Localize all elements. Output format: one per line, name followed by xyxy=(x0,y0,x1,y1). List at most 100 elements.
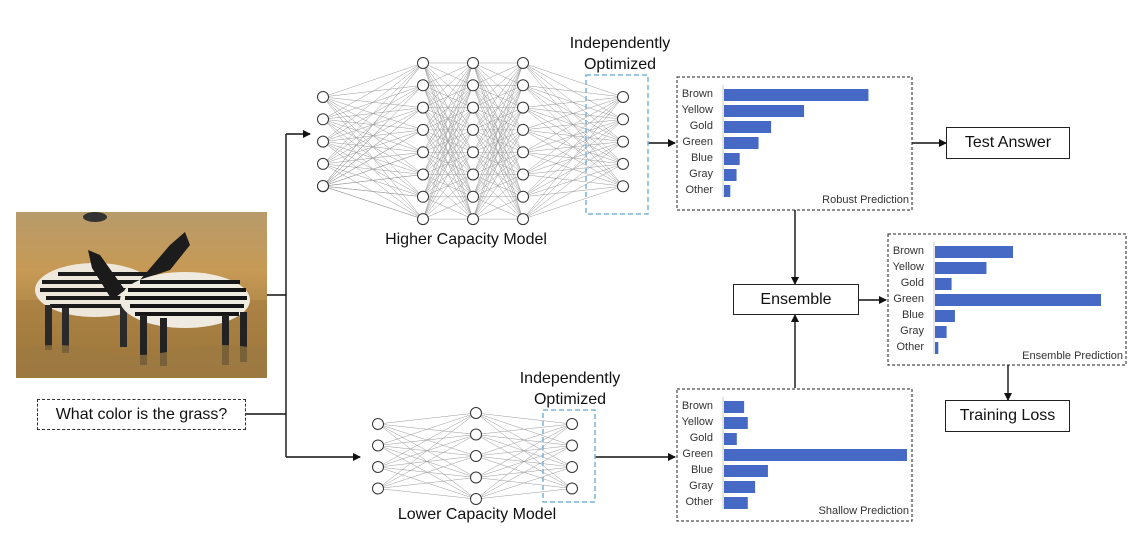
high-net-node xyxy=(467,168,479,181)
question-box: What color is the grass? xyxy=(37,399,246,430)
robust-chart-title: Robust Prediction xyxy=(822,194,909,206)
high-net-node xyxy=(517,146,529,159)
shallow-prediction-chart: Shallow Prediction BrownYellowGoldGreenB… xyxy=(676,388,913,522)
low-net-node xyxy=(566,418,578,430)
category-label: Yellow xyxy=(682,104,713,116)
category-label: Gold xyxy=(690,432,713,444)
low-net-node xyxy=(566,482,578,495)
high-net-node xyxy=(417,146,429,159)
high-net-node xyxy=(617,113,629,126)
category-label: Other xyxy=(685,496,713,508)
low-net-node xyxy=(566,461,578,473)
low-net-node xyxy=(470,407,482,419)
high-net-edges xyxy=(322,62,624,220)
high-net-node xyxy=(617,91,629,103)
high-net-node xyxy=(467,213,479,226)
category-label: Blue xyxy=(691,152,713,164)
bar-other xyxy=(724,497,748,509)
bar-gray xyxy=(724,481,756,493)
bar-brown xyxy=(724,401,745,413)
category-label: Gray xyxy=(900,325,924,337)
category-label: Brown xyxy=(682,400,713,412)
zebra-photo xyxy=(16,212,267,378)
low-optimized-label-2: Optimized xyxy=(534,391,606,408)
low-net-node xyxy=(372,461,384,473)
bar-blue xyxy=(724,153,740,165)
bar-blue xyxy=(724,465,768,477)
low-net-node xyxy=(566,439,578,452)
low-net-node xyxy=(372,439,384,452)
bar-blue xyxy=(935,310,955,322)
high-net-node xyxy=(467,190,479,203)
category-label: Other xyxy=(896,341,924,353)
category-label: Gray xyxy=(689,480,713,492)
low-optimized-label-1: Independently xyxy=(520,370,621,387)
category-label: Blue xyxy=(902,309,924,321)
category-label: Yellow xyxy=(893,261,924,273)
category-label: Brown xyxy=(893,245,924,257)
high-net-node xyxy=(617,157,629,170)
category-label: Gold xyxy=(690,120,713,132)
high-net-node xyxy=(517,213,529,226)
high-net-node xyxy=(417,79,429,92)
lower-capacity-model-label: Lower Capacity Model xyxy=(398,506,556,523)
bar-green xyxy=(935,294,1101,306)
high-net-node xyxy=(467,146,479,159)
high-optimized-label-1: Independently xyxy=(570,35,671,52)
bar-gray xyxy=(724,169,737,181)
high-net-node xyxy=(467,79,479,92)
higher-capacity-model-label: Higher Capacity Model xyxy=(385,231,547,248)
low-optimized-box xyxy=(542,409,596,503)
category-label: Yellow xyxy=(682,416,713,428)
high-net-node xyxy=(417,168,429,181)
ensemble-prediction-chart: Ensemble Prediction BrownYellowGoldGreen… xyxy=(887,233,1127,366)
high-optimized-label-2: Optimized xyxy=(584,56,656,73)
connectors xyxy=(246,130,1012,461)
bar-yellow xyxy=(724,105,805,117)
high-net-node xyxy=(317,180,329,192)
ensemble-chart-title: Ensemble Prediction xyxy=(1022,350,1123,362)
bar-green xyxy=(724,137,759,149)
high-net-node xyxy=(517,79,529,92)
category-label: Green xyxy=(682,448,713,460)
high-net-node xyxy=(317,157,329,170)
high-net-node xyxy=(517,123,529,136)
bar-other xyxy=(724,185,731,197)
category-label: Green xyxy=(893,293,924,305)
bar-other xyxy=(935,342,939,354)
bar-gold xyxy=(724,121,772,133)
shallow-chart-title: Shallow Prediction xyxy=(819,505,910,517)
low-net-node xyxy=(372,482,384,495)
low-net-node xyxy=(470,471,482,484)
bar-gray xyxy=(935,326,947,338)
high-net-node xyxy=(617,135,629,148)
bar-brown xyxy=(724,89,869,101)
bar-gold xyxy=(724,433,737,445)
high-net-node xyxy=(467,123,479,136)
high-net-node xyxy=(617,180,629,193)
test-answer-box: Test Answer xyxy=(946,127,1070,159)
high-net-node xyxy=(317,113,329,126)
low-net-node xyxy=(470,428,482,441)
high-net-node xyxy=(317,91,329,103)
bar-brown xyxy=(935,246,1014,258)
high-net-node xyxy=(417,57,429,69)
ensemble-box: Ensemble xyxy=(733,284,859,315)
category-label: Green xyxy=(682,136,713,148)
high-net-node xyxy=(417,101,429,114)
training-loss-box: Training Loss xyxy=(945,400,1070,432)
category-label: Gold xyxy=(901,277,924,289)
lower-capacity-network xyxy=(372,407,578,505)
low-net-node xyxy=(372,418,384,430)
robust-prediction-chart: Robust Prediction BrownYellowGoldGreenBl… xyxy=(676,76,913,211)
higher-capacity-network xyxy=(317,57,629,226)
high-optimized-box xyxy=(585,74,649,215)
category-label: Gray xyxy=(689,168,713,180)
high-net-node xyxy=(317,135,329,148)
high-net-node xyxy=(417,213,429,226)
high-net-node xyxy=(517,57,529,69)
high-net-node xyxy=(467,101,479,114)
bar-yellow xyxy=(724,417,748,429)
high-net-node xyxy=(467,57,479,69)
category-label: Other xyxy=(685,184,713,196)
